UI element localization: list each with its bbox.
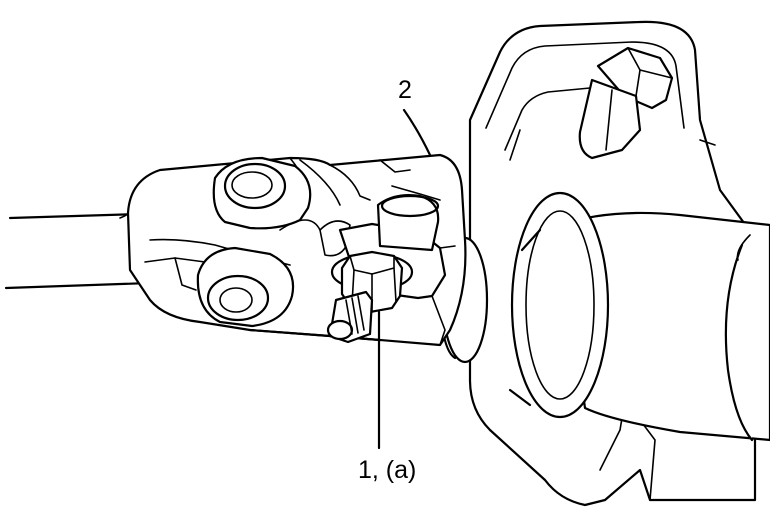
bolt-threaded-end xyxy=(326,290,374,344)
bracket-bolt xyxy=(578,46,674,160)
callout-item-1: 1, (a) xyxy=(358,456,416,484)
pinch-bolt-shank xyxy=(376,193,440,252)
yoke-upper-ear xyxy=(212,156,312,230)
callout-item-2: 2 xyxy=(398,76,412,104)
leader-lines xyxy=(377,108,432,450)
leader-line-item-2 xyxy=(402,108,432,157)
column-tube xyxy=(508,191,770,442)
yoke-lower-ear xyxy=(196,246,295,328)
